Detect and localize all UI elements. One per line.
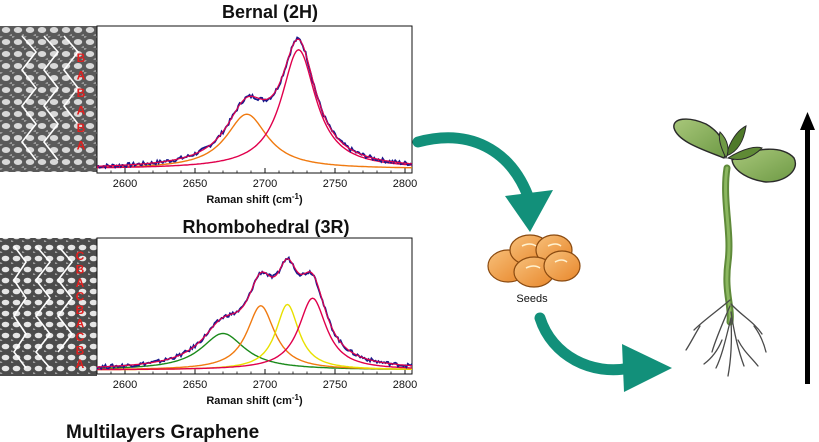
stacking-layer-label: C — [76, 290, 85, 304]
lattice-image-rhombohedral — [0, 238, 97, 376]
x-tick-label: 2750 — [323, 178, 347, 190]
component-peak-fit — [97, 49, 412, 169]
curved-arrow-icon — [412, 132, 553, 232]
lattice-image-bernal — [0, 26, 97, 172]
x-axis-label: Raman shift (cm-1) — [206, 393, 303, 407]
main-title: Multilayers Graphene — [66, 422, 259, 442]
x-axis-label-tail: ) — [299, 194, 303, 206]
x-tick-label: 2650 — [183, 379, 207, 391]
stacking-layer-label: C — [76, 249, 85, 263]
stacking-layer-label: B — [76, 263, 85, 277]
stacking-layer-label: A — [76, 317, 85, 331]
x-axis-label-main: Raman shift (cm — [206, 194, 292, 206]
stacking-layer-label: B — [77, 51, 86, 65]
x-axis-label-tail: ) — [299, 395, 303, 407]
seed-icon — [487, 234, 581, 288]
x-axis-label-sup: -1 — [292, 393, 300, 402]
x-axis-label-sup: -1 — [292, 192, 300, 201]
measured-spectrum — [96, 36, 413, 170]
stacking-layer-label: A — [77, 104, 86, 118]
x-axis-label: Raman shift (cm-1) — [206, 192, 303, 206]
up-arrow-icon — [800, 112, 815, 384]
x-tick-label: 2800 — [393, 379, 417, 391]
stacking-layer-label: B — [76, 303, 85, 317]
fit-envelope — [96, 258, 413, 368]
x-tick-label: 2800 — [393, 178, 417, 190]
component-peak-fit — [97, 297, 413, 371]
chart-title-rhombohedral: Rhombohedral (3R) — [182, 217, 349, 237]
x-tick-label: 2600 — [113, 379, 137, 391]
stacking-layer-label: B — [77, 86, 86, 100]
x-tick-label: 2650 — [183, 178, 207, 190]
component-peak-orange — [97, 113, 413, 169]
x-tick-label: 2600 — [113, 178, 137, 190]
stacking-layer-label: A — [76, 357, 85, 371]
x-tick-label: 2700 — [253, 379, 277, 391]
x-tick-label: 2750 — [323, 379, 347, 391]
plot-frame — [96, 237, 413, 375]
stacking-layer-label: A — [77, 139, 86, 153]
chart-title-bernal: Bernal (2H) — [222, 2, 318, 22]
x-tick-label: 2700 — [253, 178, 277, 190]
seeds-label: Seeds — [516, 293, 548, 305]
stacking-layer-label: A — [77, 69, 86, 83]
stacking-layer-label: C — [76, 330, 85, 344]
stacking-layer-label: A — [76, 276, 85, 290]
stacking-layer-label: B — [77, 121, 86, 135]
curved-arrow-icon — [534, 312, 672, 392]
seedling-icon — [673, 118, 797, 377]
fit-envelope — [97, 38, 413, 167]
stacking-layer-label: B — [76, 344, 85, 358]
x-axis-label-main: Raman shift (cm — [206, 395, 292, 407]
plot-frame — [96, 25, 413, 174]
